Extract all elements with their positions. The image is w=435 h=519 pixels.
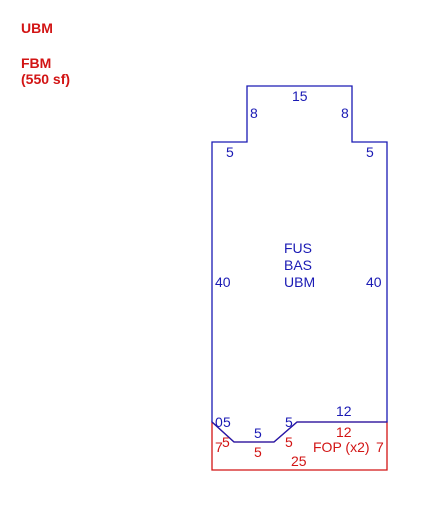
dim-left-side: 40 [215, 274, 231, 290]
dim-bottom-left-a: 0 [215, 414, 223, 430]
legend-area: (550 sf) [21, 71, 71, 87]
dim-bottom-left-b: 5 [223, 414, 231, 430]
legend-fbm: FBM [21, 55, 52, 71]
porch-dim-left: 7 [215, 439, 223, 455]
dim-top-left-notch: 8 [250, 105, 258, 121]
porch-dim-bottom: 25 [291, 453, 307, 469]
area-label-line3: UBM [284, 274, 315, 290]
legend-ubm: UBM [21, 20, 53, 36]
porch-dim-top-right: 12 [336, 424, 352, 440]
dim-bottom-mid-b: 5 [285, 414, 293, 430]
porch-dim-mid-a: 5 [254, 444, 262, 460]
dim-top: 15 [292, 88, 308, 104]
area-label-line2: BAS [284, 257, 312, 273]
building-outline [211, 85, 388, 443]
dim-top-right-notch: 8 [341, 105, 349, 121]
area-label-line1: FUS [284, 240, 312, 256]
porch-label: FOP (x2) [313, 439, 370, 455]
dim-right-side: 40 [366, 274, 382, 290]
porch-dim-left-inner: 5 [222, 434, 230, 450]
dim-left-step: 5 [226, 144, 234, 160]
dim-bottom-mid-a: 5 [254, 425, 262, 441]
porch-dim-mid-b: 5 [285, 434, 293, 450]
dim-bottom-right: 12 [336, 403, 352, 419]
dim-right-step: 5 [366, 144, 374, 160]
porch-dim-right: 7 [376, 439, 384, 455]
